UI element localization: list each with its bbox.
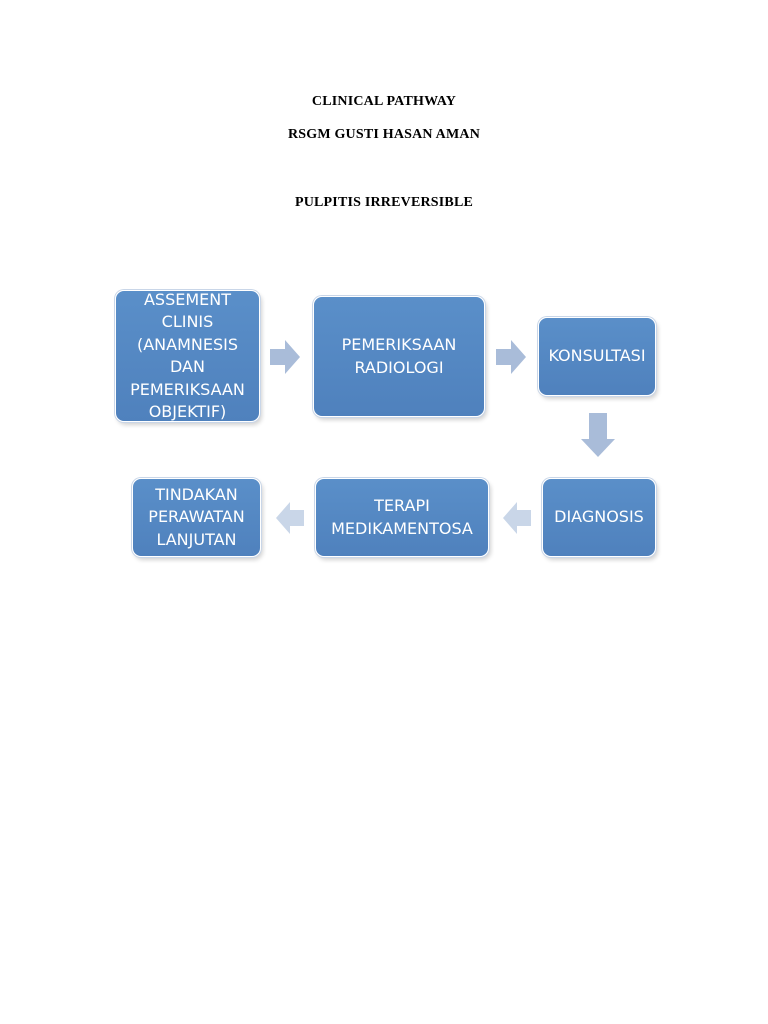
arrow-shape — [503, 502, 531, 534]
arrow-right-icon — [270, 340, 300, 374]
step-konsultasi: KONSULTASI — [538, 317, 656, 396]
document-title: CLINICAL PATHWAY — [311, 94, 457, 109]
step-pemeriksaan-radiologi: PEMERIKSAAN RADIOLOGI — [313, 296, 485, 417]
arrow-left-icon — [276, 502, 304, 534]
diagnosis-subject: PULPITIS IRREVERSIBLE — [294, 195, 474, 210]
step-tindakan-perawatan-lanjutan: TINDAKAN PERAWATAN LANJUTAN — [132, 478, 261, 557]
step-assesment-clinis: ASSEMENT CLINIS (ANAMNESIS DAN PEMERIKSA… — [115, 290, 260, 422]
arrow-down-icon — [581, 413, 615, 457]
arrow-left-icon — [503, 502, 531, 534]
step-terapi-medikamentosa: TERAPI MEDIKAMENTOSA — [315, 478, 489, 557]
arrow-shape — [496, 340, 526, 374]
arrow-right-icon — [496, 340, 526, 374]
hospital-name: RSGM GUSTI HASAN AMAN — [287, 127, 481, 142]
arrow-shape — [276, 502, 304, 534]
arrow-shape — [270, 340, 300, 374]
step-diagnosis: DIAGNOSIS — [542, 478, 656, 557]
arrow-shape — [581, 413, 615, 457]
